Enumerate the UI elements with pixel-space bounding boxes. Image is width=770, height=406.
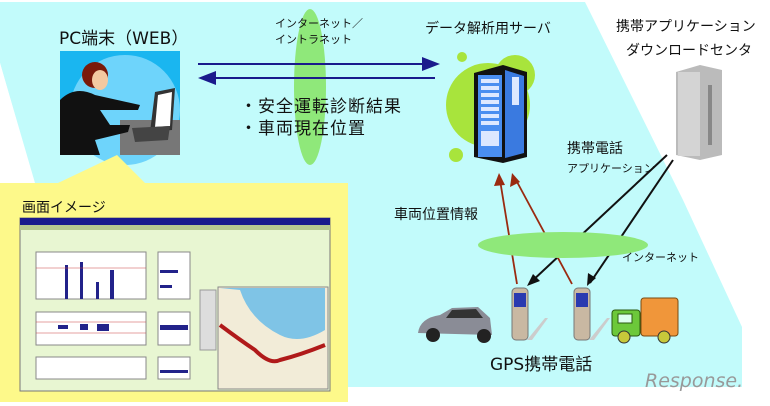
arrow-down-icon xyxy=(587,273,596,286)
download-center-label-1: 携帯アプリケーション xyxy=(616,19,756,35)
screen-image-title: 画面イメージ xyxy=(22,200,106,216)
pc-user-illustration xyxy=(60,51,180,165)
gps-phone-label: GPS携帯電話 xyxy=(490,355,593,375)
network-ellipse-top xyxy=(294,9,326,165)
network-top-label-2: イントラネット xyxy=(275,33,352,46)
result-item-diagnosis: ・安全運転診断結果 xyxy=(240,97,402,117)
left-white-wedge xyxy=(0,63,35,185)
arrow-up-icon xyxy=(510,173,520,187)
pc-terminal-label: PC端末（WEB） xyxy=(59,29,189,49)
car-icon xyxy=(418,307,492,343)
download-center-server-icon xyxy=(676,65,722,160)
screen-image-thumbnail xyxy=(19,217,331,392)
analysis-server-icon xyxy=(446,52,535,163)
result-item-position: ・車両現在位置 xyxy=(240,119,366,139)
network-top-label-1: インターネット／ xyxy=(275,17,363,30)
gps-phone-icon xyxy=(573,287,610,341)
arrow-left-icon xyxy=(198,71,216,85)
arrow-up-icon xyxy=(494,173,505,186)
vehicle-position-label: 車両位置情報 xyxy=(394,207,478,223)
analysis-server-label: データ解析用サーバ xyxy=(425,21,551,37)
network-ellipse-bottom xyxy=(478,232,648,258)
response-watermark: Response. xyxy=(645,370,744,392)
mobile-app-label-2: アプリケーション xyxy=(567,162,655,175)
arrow-down-icon xyxy=(527,274,540,286)
network-bottom-label: インターネット xyxy=(622,251,699,264)
truck-icon xyxy=(611,297,679,344)
arrow-right-icon xyxy=(422,57,440,71)
mobile-app-label-1: 携帯電話 xyxy=(567,141,623,157)
download-center-label-2: ダウンロードセンタ xyxy=(626,43,752,59)
gps-phone-icon xyxy=(511,287,548,341)
